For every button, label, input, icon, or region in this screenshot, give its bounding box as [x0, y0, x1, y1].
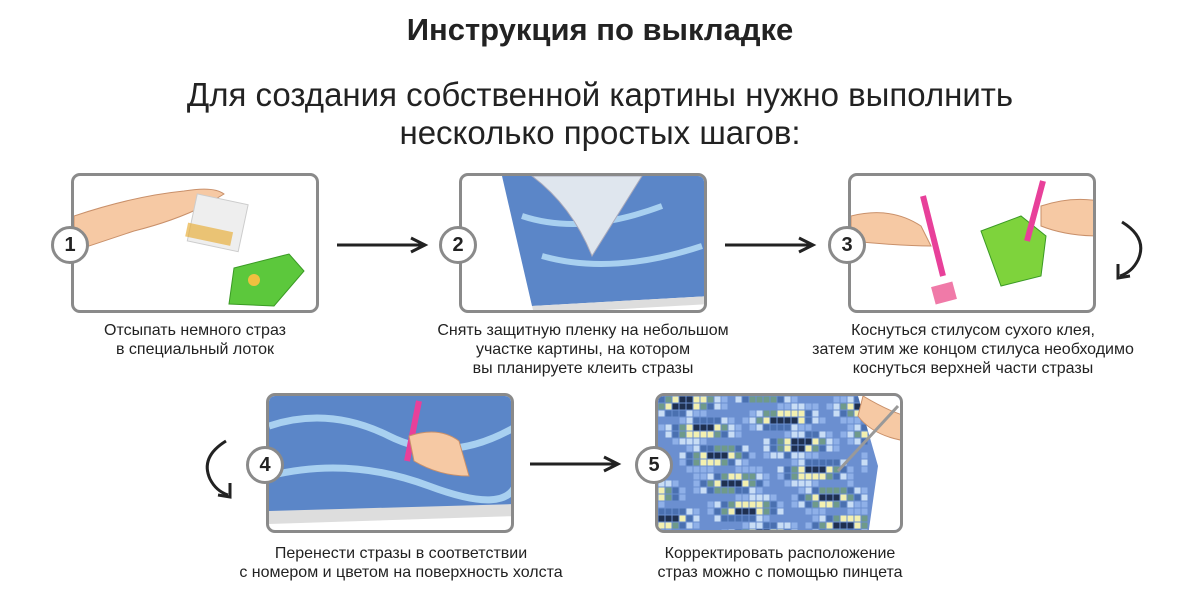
- caption-line: страз можно с помощью пинцета: [657, 564, 903, 581]
- step-1-number: 1: [51, 226, 89, 264]
- curved-arrow-down-icon: [205, 439, 232, 499]
- caption-line: участке картины, на котором: [475, 341, 691, 358]
- step-4-number: 4: [246, 446, 284, 484]
- caption-line: вы планируете клеить стразы: [472, 360, 694, 377]
- arrow-right-icon: [725, 236, 817, 254]
- step-2-illustration: [459, 173, 707, 313]
- step-3-number: 3: [828, 226, 866, 264]
- step-5-illustration: [655, 393, 903, 533]
- arrow-right-icon: [337, 236, 429, 254]
- step-1-illustration: [71, 173, 319, 313]
- caption-line: в специальный лоток: [115, 341, 274, 358]
- caption-line: Снять защитную пленку на небольшом: [437, 322, 729, 339]
- step-3-caption: Коснуться стилусом сухого клея, затем эт…: [783, 321, 1163, 378]
- page-subtitle: Для создания собственной картины нужно в…: [0, 76, 1200, 152]
- caption-line: Перенести стразы в соответствии: [274, 545, 528, 562]
- subtitle-line-1: Для создания собственной картины нужно в…: [186, 76, 1014, 113]
- caption-line: Отсыпать немного страз: [104, 322, 286, 339]
- curved-arrow-down-icon: [1116, 220, 1143, 280]
- step-5-caption: Корректировать расположение страз можно …: [590, 544, 970, 582]
- step-1-caption: Отсыпать немного страз в специальный лот…: [5, 321, 385, 359]
- caption-line: Коснуться стилусом сухого клея,: [851, 322, 1095, 339]
- arrow-right-icon: [530, 455, 622, 473]
- page-title: Инструкция по выкладке: [406, 12, 794, 47]
- step-4-caption: Перенести стразы в соответствии с номеро…: [211, 544, 591, 582]
- step-5-number: 5: [635, 446, 673, 484]
- caption-line: с номером и цветом на поверхность холста: [239, 564, 563, 581]
- step-3-illustration: [848, 173, 1096, 313]
- step-2-caption: Снять защитную пленку на небольшом участ…: [393, 321, 773, 378]
- step-4-illustration: [266, 393, 514, 533]
- subtitle-line-2: несколько простых шагов:: [399, 114, 801, 151]
- caption-line: коснуться верхней части стразы: [852, 360, 1094, 377]
- step-2-number: 2: [439, 226, 477, 264]
- caption-line: Корректировать расположение: [664, 545, 896, 562]
- caption-line: затем этим же концом стилуса необходимо: [812, 341, 1134, 358]
